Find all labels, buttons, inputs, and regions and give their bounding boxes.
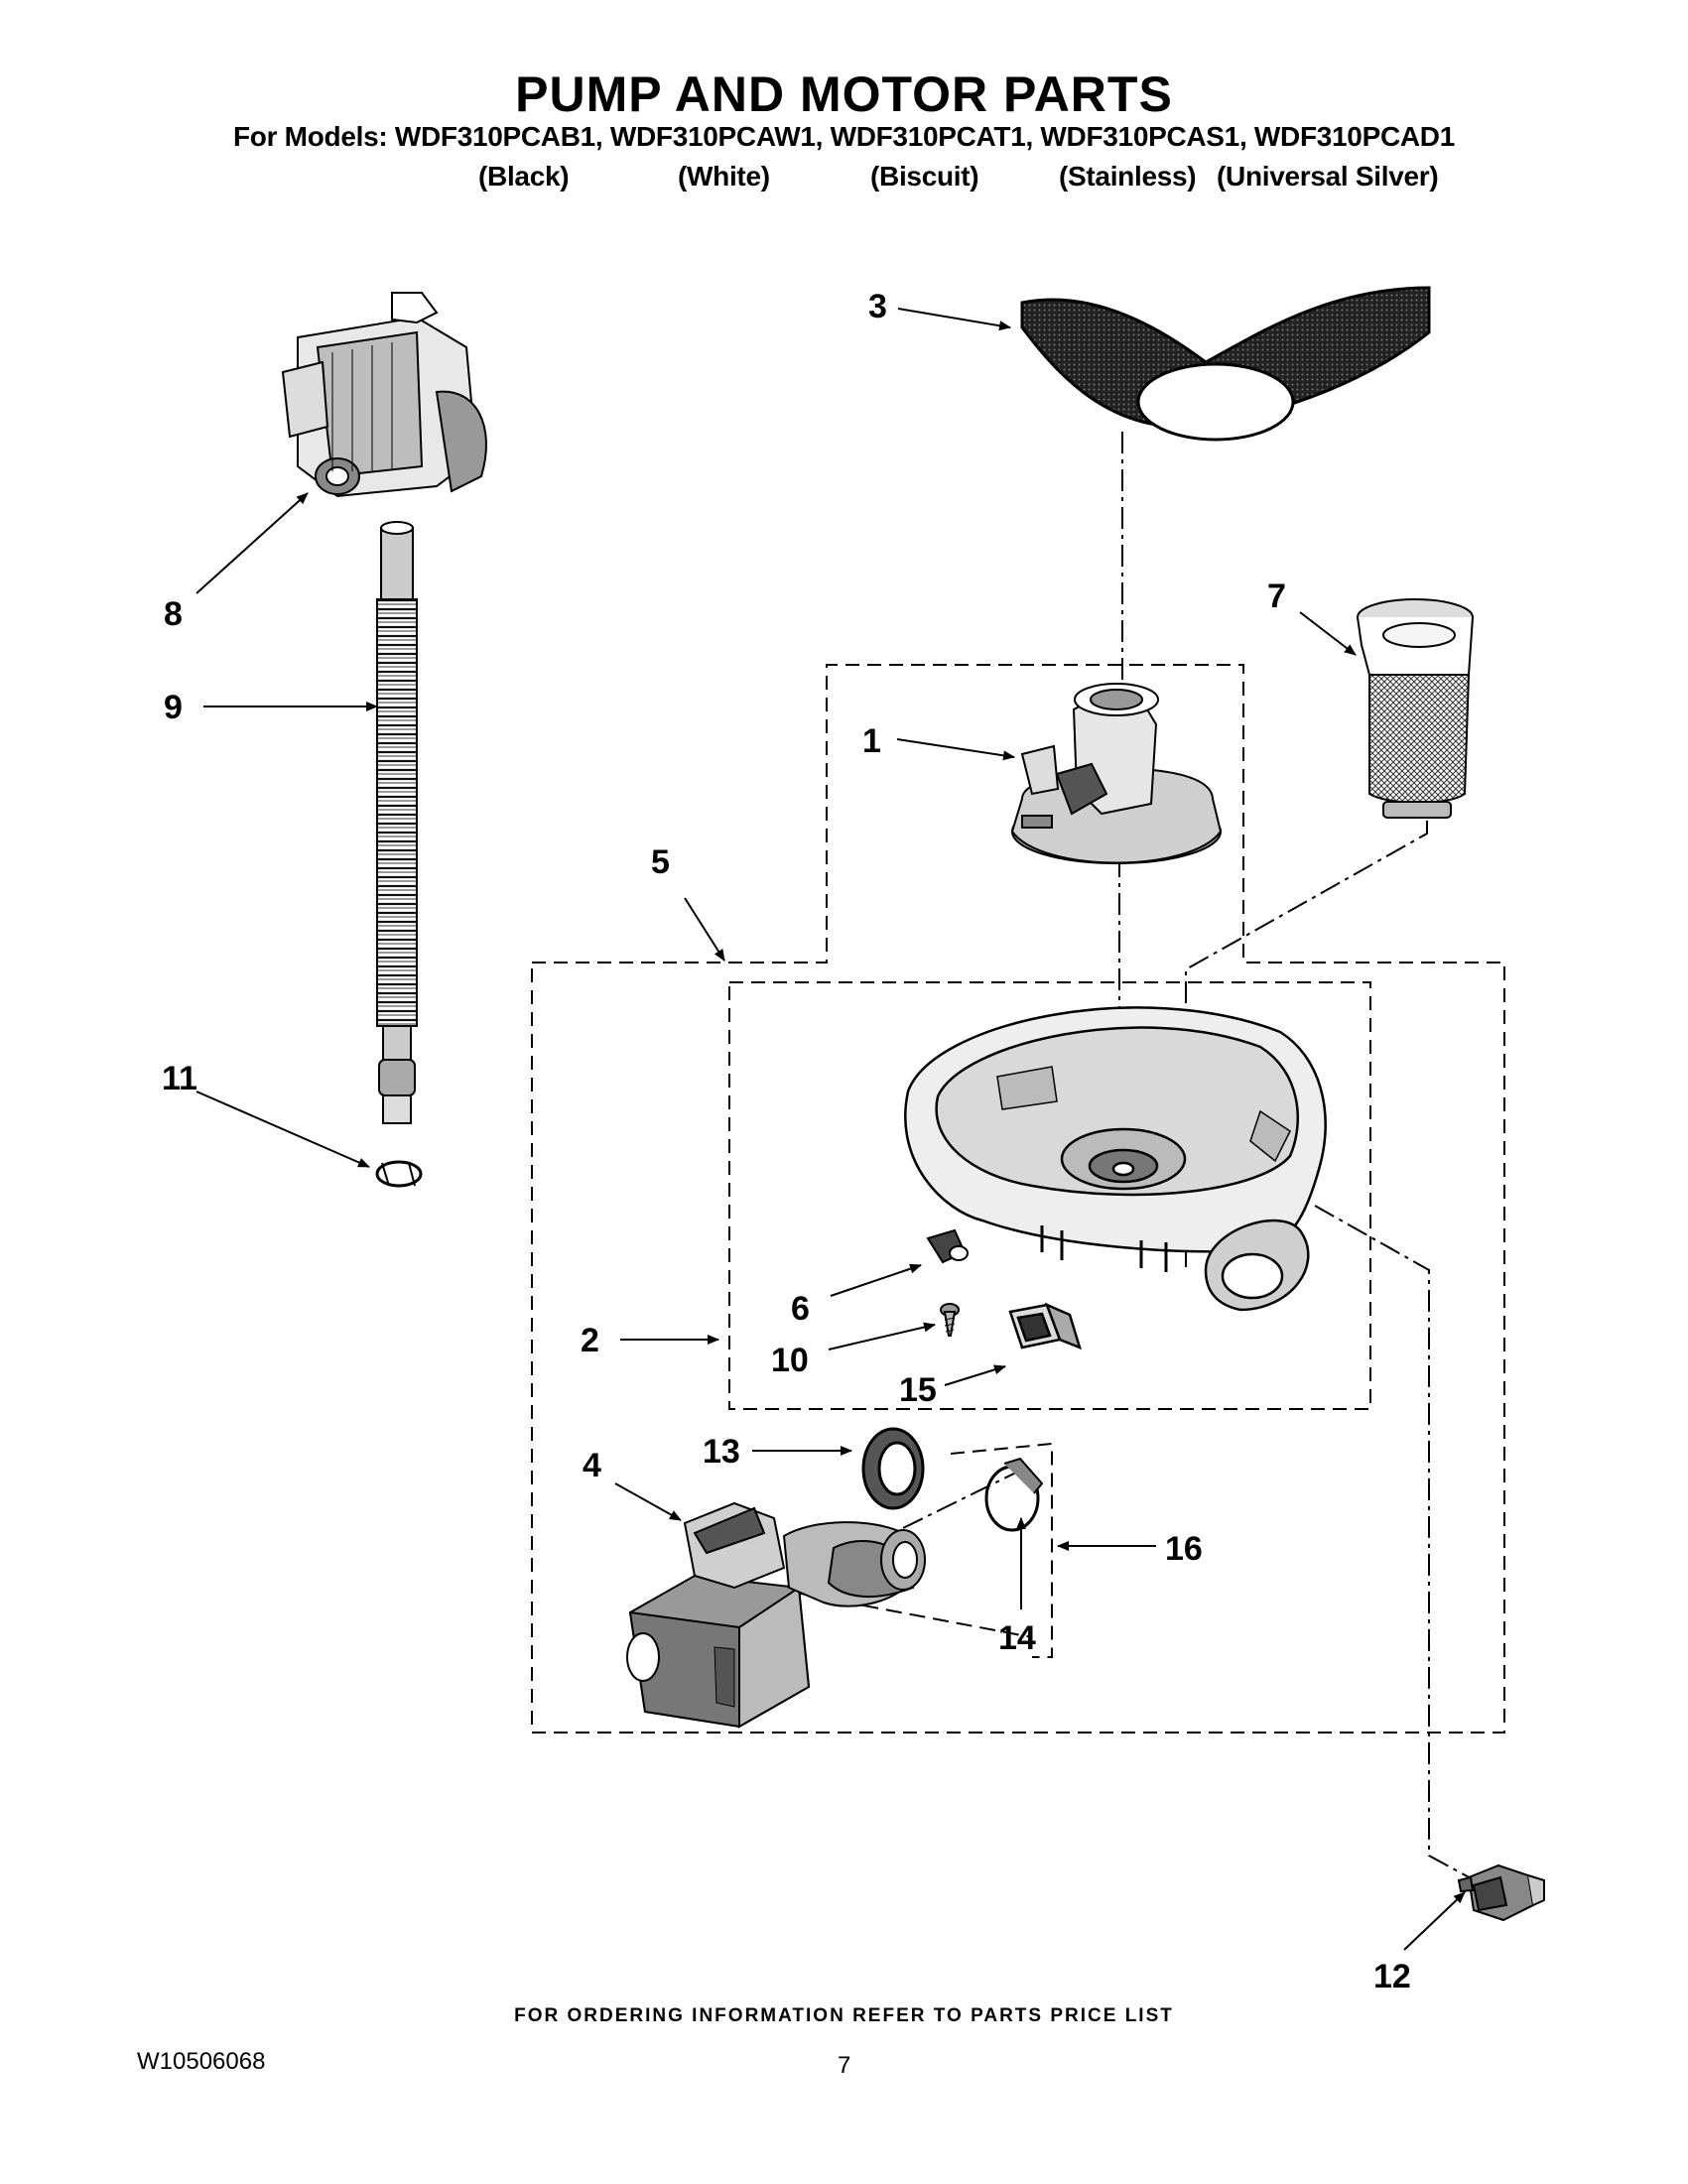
callout-15: 15: [899, 1371, 937, 1409]
callout-14: 14: [998, 1619, 1036, 1657]
callout-2: 2: [581, 1322, 599, 1359]
part-15-connector-block: [1008, 1302, 1082, 1350]
ordering-note: FOR ORDERING INFORMATION REFER TO PARTS …: [514, 2005, 1174, 2026]
part-12-valve: [1457, 1863, 1545, 1922]
align-2-12: [1314, 1205, 1474, 1880]
part-8-pump-assembly: [281, 292, 487, 498]
callout-11: 11: [162, 1060, 197, 1097]
document-number: W10506068: [137, 2048, 266, 2075]
callout-8: 8: [164, 595, 183, 633]
leader-15: [944, 1364, 1006, 1386]
color-biscuit: (Biscuit): [870, 161, 979, 192]
part-9-drain-hose: [376, 521, 418, 1124]
part-11-hose-clamp: [375, 1160, 423, 1188]
callout-4: 4: [583, 1447, 601, 1484]
page-number: 7: [838, 2052, 851, 2079]
dashed-group-outlines: [531, 664, 1505, 1734]
leader-12: [1403, 1891, 1466, 1951]
color-white: (White): [678, 161, 770, 192]
callout-9: 9: [164, 689, 183, 726]
part-7-filter-basket: [1357, 598, 1474, 819]
leader-1: [896, 738, 1015, 761]
part-10-screw: [940, 1303, 960, 1337]
part-13-seal: [861, 1427, 925, 1510]
part-16-clamp: [984, 1457, 1044, 1532]
models-line: For Models: WDF310PCAB1, WDF310PCAW1, WD…: [233, 121, 1455, 152]
align-4-14: [902, 1468, 1025, 1529]
callout-numbers: 1 2 3 4 5 6 7 8 9 10 11 12 13 14 15 16: [162, 288, 1411, 1995]
align-7-2: [1185, 821, 1428, 1270]
page-title: PUMP AND MOTOR PARTS: [515, 66, 1173, 122]
leader-6: [830, 1263, 922, 1297]
callout-13: 13: [703, 1433, 740, 1471]
callout-10: 10: [771, 1342, 809, 1379]
leader-10: [828, 1322, 936, 1350]
leader-5: [684, 897, 725, 962]
callout-5: 5: [651, 843, 670, 881]
part-3-filter-cover: [1020, 286, 1431, 442]
part-1-pump-housing: [1010, 683, 1223, 864]
group-16-outline: [950, 1442, 1053, 1658]
callout-7: 7: [1267, 578, 1286, 615]
part-2-sump-base: [904, 1006, 1327, 1312]
leader-8: [195, 492, 309, 594]
leader-arrows: [195, 308, 1466, 1951]
leader-11: [195, 1091, 370, 1168]
group-5-outline: [531, 664, 1505, 1734]
align-4-16: [768, 1587, 1033, 1638]
callout-16: 16: [1165, 1530, 1203, 1568]
part-6-sensor: [926, 1228, 969, 1264]
group-2-outline: [728, 981, 1371, 1410]
color-black: (Black): [478, 161, 570, 192]
callout-3: 3: [868, 288, 887, 325]
color-universal-silver: (Universal Silver): [1217, 161, 1439, 192]
callout-1: 1: [862, 722, 881, 760]
leader-4: [614, 1482, 682, 1521]
leader-7: [1299, 611, 1357, 656]
callout-12: 12: [1373, 1958, 1411, 1995]
leader-3: [897, 308, 1011, 331]
color-stainless: (Stainless): [1059, 161, 1197, 192]
part-4-circulation-motor: [626, 1501, 926, 1729]
callout-6: 6: [791, 1290, 810, 1328]
